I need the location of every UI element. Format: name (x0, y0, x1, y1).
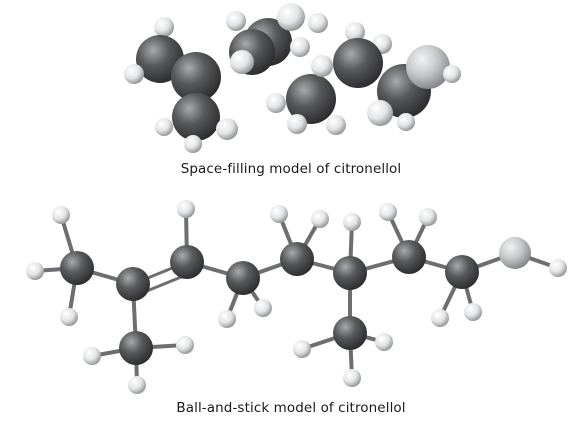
sf-oxygen-atom (406, 45, 450, 89)
sf-carbon-atom (172, 93, 220, 141)
bs-carbon-atom (445, 255, 479, 289)
bonds (33, 207, 560, 387)
sf-hydrogen-atom (287, 114, 307, 134)
space-filling-model (124, 3, 461, 153)
sf-hydrogen-atom (230, 50, 254, 74)
bs-hydrogen-atom (218, 310, 236, 328)
sf-hydrogen-atom (184, 135, 202, 153)
sf-hydrogen-atom (308, 13, 328, 33)
sf-hydrogen-atom (216, 118, 238, 140)
bs-hydrogen-atom (464, 303, 482, 321)
bs-hydrogen-atom (343, 369, 361, 387)
bs-hydrogen-atom (52, 206, 70, 224)
carbon-atoms (60, 240, 479, 365)
bs-hydrogen-atom (60, 308, 78, 326)
sf-hydrogen-atom (367, 100, 393, 126)
bs-hydrogen-atom (419, 208, 437, 226)
bs-hydrogen-atom (379, 203, 397, 221)
bs-hydrogen-atom (83, 347, 101, 365)
bs-carbon-atom (119, 331, 153, 365)
bs-carbon-atom (333, 316, 367, 350)
sf-hydrogen-atom (124, 64, 144, 84)
bs-hydrogen-atom (128, 376, 146, 394)
sf-hydrogen-atom (277, 3, 305, 31)
bs-carbon-atom (60, 251, 94, 285)
bs-hydrogen-atom (549, 259, 567, 277)
bs-hydrogen-atom (254, 299, 272, 317)
sf-hydrogen-atom (226, 11, 246, 31)
hydrogen-atoms (26, 200, 567, 394)
bs-carbon-atom (226, 261, 260, 295)
bs-hydrogen-atom (343, 213, 361, 231)
sf-carbon-atom (333, 38, 383, 88)
sf-hydrogen-atom (155, 118, 173, 136)
bs-hydrogen-atom (293, 340, 311, 358)
bs-hydrogen-atom (270, 205, 288, 223)
bs-carbon-atom (280, 242, 314, 276)
sf-carbon-atom (171, 52, 221, 102)
sf-hydrogen-atom (154, 17, 174, 37)
sf-hydrogen-atom (266, 93, 286, 113)
sf-hydrogen-atom (290, 37, 310, 57)
bs-hydrogen-atom (375, 333, 393, 351)
bs-carbon-atom (333, 256, 367, 290)
ball-and-stick-model (26, 200, 567, 394)
space-filling-caption: Space-filling model of citronellol (180, 161, 402, 177)
bs-hydrogen-atom (177, 200, 195, 218)
bs-oxygen-atom (499, 237, 531, 269)
bs-hydrogen-atom (176, 336, 194, 354)
sf-hydrogen-atom (397, 113, 415, 131)
sf-hydrogen-atom (326, 115, 346, 135)
bs-carbon-atom (392, 240, 426, 274)
bs-carbon-atom (116, 267, 150, 301)
sf-hydrogen-atom (345, 22, 365, 42)
sf-carbon-atom (286, 74, 336, 124)
sf-hydrogen-atom (443, 65, 461, 83)
ball-and-stick-caption: Ball-and-stick model of citronellol (176, 400, 406, 416)
bs-hydrogen-atom (431, 309, 449, 327)
sf-hydrogen-atom (311, 55, 333, 77)
bs-carbon-atom (170, 245, 204, 279)
bs-hydrogen-atom (311, 210, 329, 228)
bs-hydrogen-atom (26, 262, 44, 280)
